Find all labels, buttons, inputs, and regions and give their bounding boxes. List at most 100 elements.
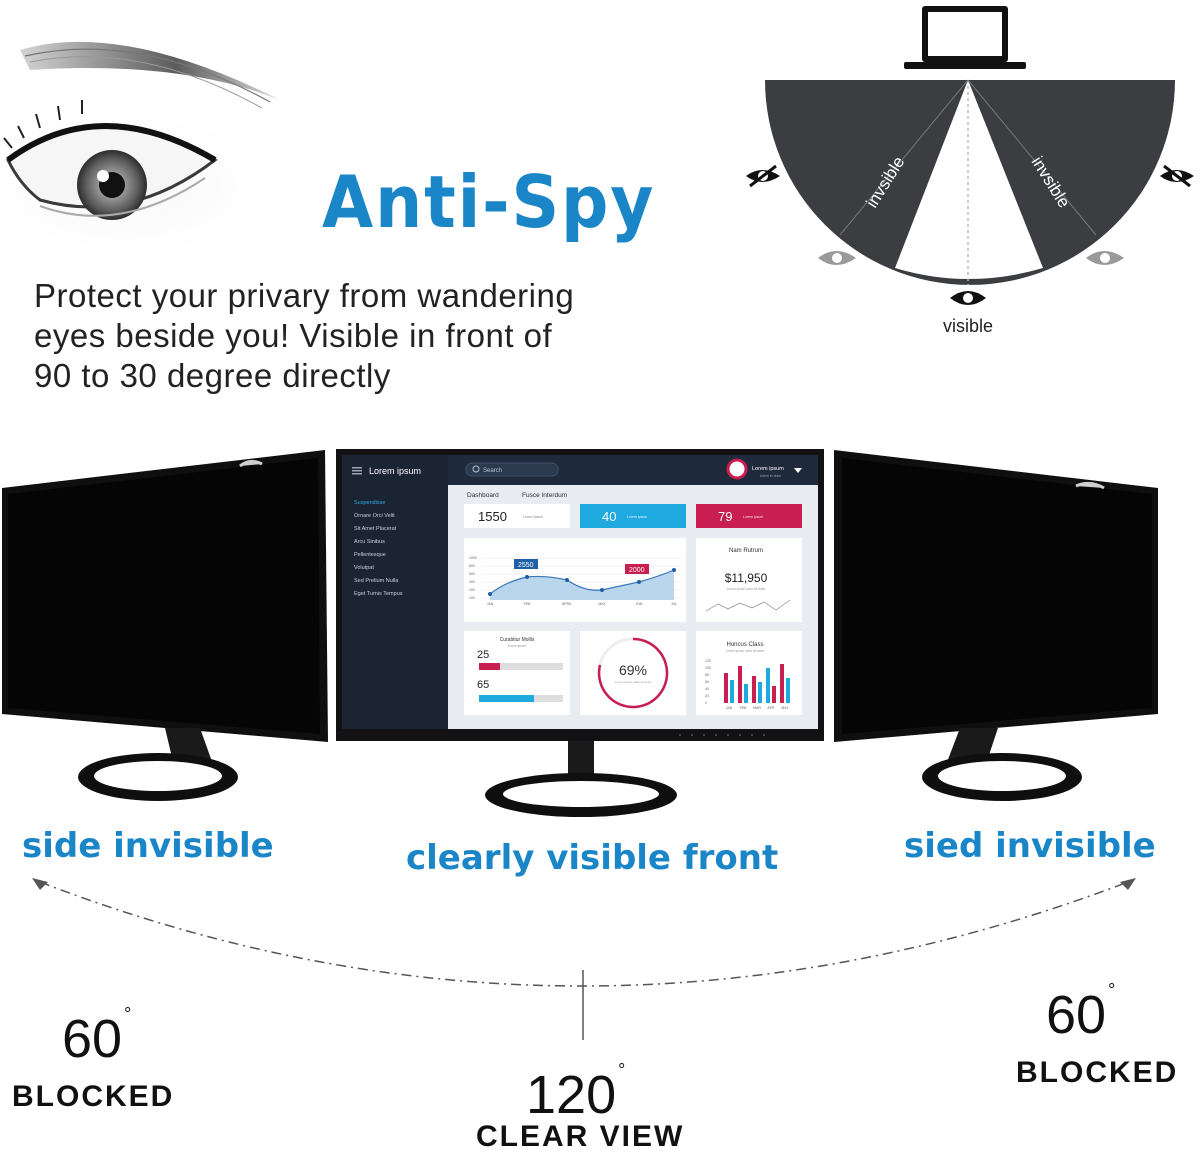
y-tick: 200 bbox=[469, 588, 475, 592]
screen-search-placeholder: Search bbox=[483, 468, 502, 474]
angle-center: 120° bbox=[526, 1060, 625, 1126]
angle-label-left: BLOCKED bbox=[12, 1080, 175, 1113]
viewing-arc bbox=[32, 878, 1136, 1040]
tab-dashboard[interactable]: Dashboard bbox=[467, 492, 499, 499]
kpi-card[interactable] bbox=[696, 504, 802, 528]
sidebar-item[interactable]: Sed Pretium Nulla bbox=[354, 578, 399, 584]
angle-right: 60° bbox=[1046, 980, 1115, 1046]
progress-value: 25 bbox=[477, 649, 489, 661]
search-icon bbox=[472, 465, 480, 473]
sidebar-item[interactable]: Pellentesque bbox=[354, 552, 386, 558]
center-monitor: Lorem ipsum Search Lorem ipsum lorem et … bbox=[336, 449, 824, 817]
line-callout: 2550 bbox=[518, 562, 534, 569]
kpi-label: Lorem ipsum bbox=[523, 515, 543, 519]
arrow-right-icon bbox=[1120, 878, 1136, 890]
sidebar-item[interactable]: Ornare Orci Velit bbox=[354, 513, 395, 519]
viewing-angle-diagram: invsible invsible bbox=[746, 6, 1194, 305]
tagline-line: Protect your privary from wandering bbox=[34, 277, 575, 314]
screen-user-name: Lorem ipsum bbox=[752, 466, 784, 472]
bar-chart-sub: Lorem ipsum dolor sit amet bbox=[726, 649, 765, 653]
y-tick: 20 bbox=[705, 694, 709, 698]
blocked-eye-icon bbox=[1160, 164, 1194, 188]
partial-eye-icon bbox=[818, 251, 856, 265]
x-tick: MAY bbox=[598, 602, 606, 606]
visible-eye-icon bbox=[950, 291, 986, 305]
x-tick: APR bbox=[767, 706, 775, 710]
sidebar-item[interactable]: Eget Turnis Tempus bbox=[354, 591, 403, 597]
progress-sub: Lorem ipsum bbox=[508, 644, 527, 648]
progress-title: Curabitur Mollis bbox=[500, 637, 535, 643]
angle-value: 60 bbox=[1046, 985, 1107, 1045]
angle-value: 120 bbox=[526, 1065, 617, 1125]
y-tick: 60 bbox=[705, 680, 709, 684]
sidebar-item[interactable]: Suspendisse bbox=[354, 500, 386, 506]
summary-value: $11,950 bbox=[725, 571, 768, 585]
kpi-value: 40 bbox=[602, 509, 616, 524]
line-callout: 2000 bbox=[629, 567, 645, 574]
partial-eye-icon bbox=[1086, 251, 1124, 265]
y-tick: 0 bbox=[705, 701, 707, 705]
summary-title: Nam Rutrum bbox=[729, 548, 763, 554]
sidebar-item[interactable]: Arcu Sinibus bbox=[354, 539, 385, 545]
summary-sub: Lorem ipsum dolor sit amet bbox=[727, 587, 766, 591]
x-tick: MAY bbox=[781, 706, 789, 710]
left-monitor bbox=[2, 450, 328, 801]
kpi-label: Lorem ipsum bbox=[627, 515, 647, 519]
progress-bar-fill bbox=[479, 663, 500, 670]
screen-search-input[interactable] bbox=[465, 462, 559, 477]
y-tick: 120 bbox=[705, 659, 711, 663]
angle-label-center: CLEAR VIEW bbox=[476, 1120, 685, 1153]
visible-label: visible bbox=[942, 316, 994, 336]
progress-bar-fill bbox=[479, 695, 534, 702]
screen-user-sub: lorem et dolor bbox=[760, 474, 782, 478]
caption-front: clearly visible front bbox=[406, 838, 779, 878]
degree-mark: ° bbox=[124, 1004, 132, 1024]
kpi-card[interactable] bbox=[464, 504, 570, 528]
angle-value: 60 bbox=[62, 1009, 123, 1069]
right-monitor bbox=[834, 450, 1158, 801]
degree-mark: ° bbox=[618, 1060, 626, 1080]
y-tick: 800 bbox=[469, 564, 475, 568]
caption-side-left: side invisible bbox=[22, 826, 274, 866]
tagline: Protect your privary from wandering eyes… bbox=[34, 276, 674, 396]
screen-brand: Lorem ipsum bbox=[369, 466, 421, 476]
x-tick: FEB bbox=[740, 706, 747, 710]
chevron-down-icon[interactable] bbox=[794, 468, 802, 473]
monitors-illustration: Lorem ipsum Search Lorem ipsum lorem et … bbox=[2, 449, 1158, 817]
x-tick: JAN bbox=[726, 706, 733, 710]
bar-chart-panel bbox=[696, 631, 802, 715]
tagline-line: eyes beside you! Visible in front of bbox=[34, 317, 553, 354]
blocked-eye-icon bbox=[746, 164, 780, 188]
degree-mark: ° bbox=[1108, 980, 1116, 1000]
avatar[interactable] bbox=[726, 458, 748, 480]
x-tick: JUL bbox=[671, 602, 677, 606]
tab-fusce[interactable]: Fusce Interdum bbox=[522, 492, 567, 499]
y-tick: 1000 bbox=[469, 556, 477, 560]
laptop-icon bbox=[904, 6, 1026, 69]
x-tick: APRIL bbox=[562, 602, 572, 606]
y-tick: 80 bbox=[705, 673, 709, 677]
angle-left: 60° bbox=[62, 1004, 131, 1070]
kpi-label: Lorem ipsum bbox=[743, 515, 763, 519]
summary-panel bbox=[696, 538, 802, 622]
x-tick: JUN bbox=[636, 602, 643, 606]
angle-label-right: BLOCKED bbox=[1016, 1056, 1179, 1089]
sidebar-item[interactable]: Volutpat bbox=[354, 565, 374, 571]
gauge-sub: Lorem ipsum dolor sit amet bbox=[615, 680, 651, 684]
caption-side-right: sied invisible bbox=[904, 826, 1156, 866]
y-tick: 100 bbox=[469, 596, 475, 600]
tagline-line: 90 to 30 degree directly bbox=[34, 357, 391, 394]
sidebar-menu: Suspendisse Ornare Orci Velit Sit Amet P… bbox=[354, 500, 403, 597]
headline: Anti-Spy bbox=[322, 160, 656, 244]
x-tick: FEB bbox=[524, 602, 531, 606]
gauge-value: 69% bbox=[619, 662, 647, 678]
eye-illustration bbox=[0, 41, 290, 250]
kpi-value: 1550 bbox=[478, 509, 507, 524]
sidebar-item[interactable]: Sit Amet Placerat bbox=[354, 526, 397, 532]
kpi-card[interactable] bbox=[580, 504, 686, 528]
kpi-value: 79 bbox=[718, 509, 732, 524]
progress-value: 65 bbox=[477, 679, 489, 691]
x-tick: JAN bbox=[487, 602, 494, 606]
y-tick: 100 bbox=[705, 666, 711, 670]
arrow-left-icon bbox=[32, 878, 48, 890]
